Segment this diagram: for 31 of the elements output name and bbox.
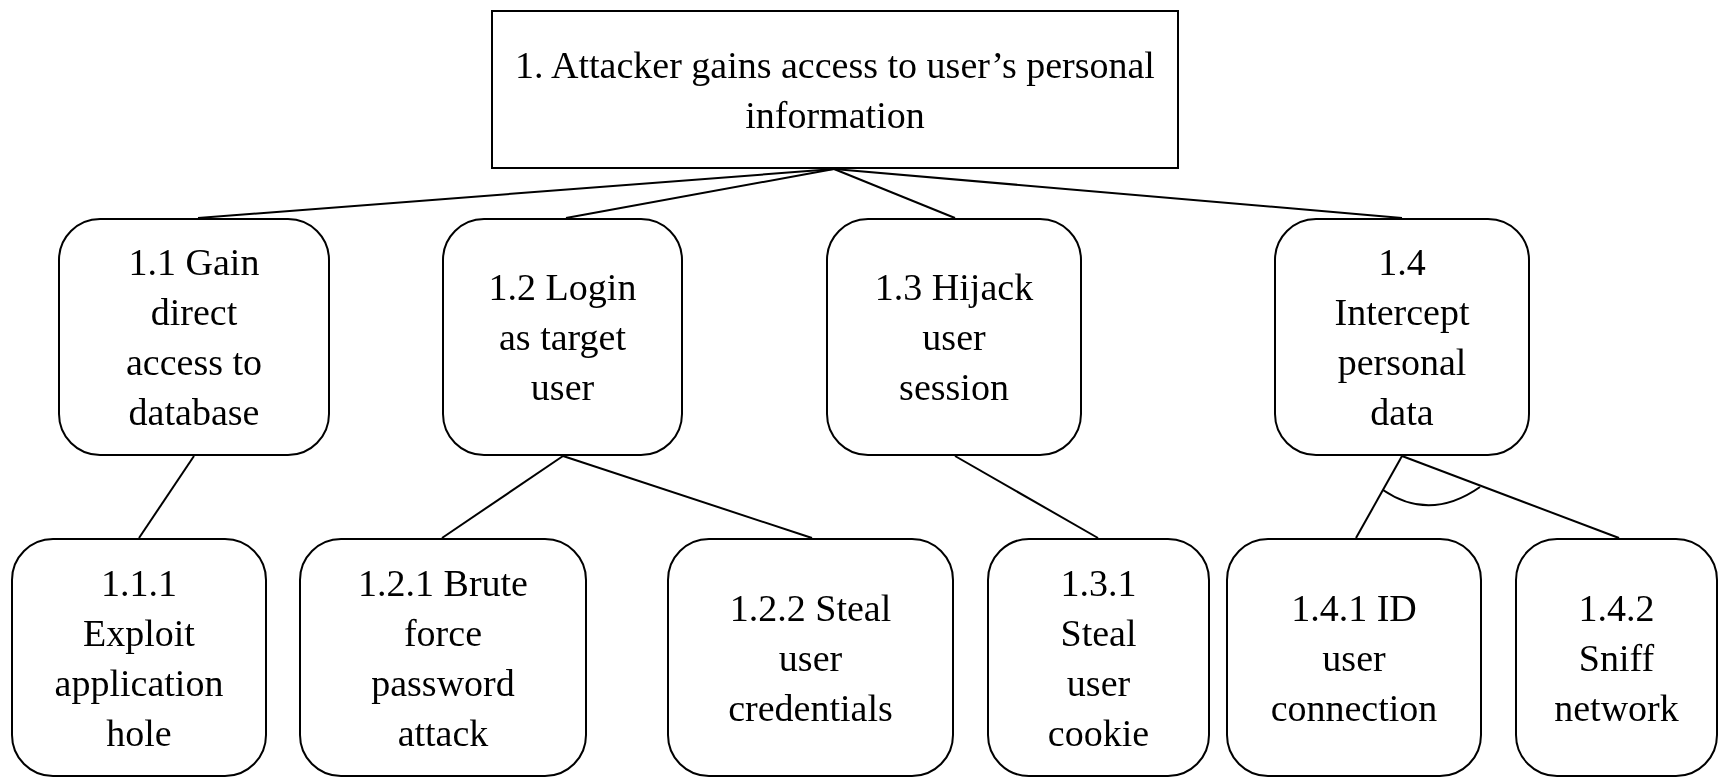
- connector-line: [565, 168, 835, 219]
- connector-line: [954, 455, 1099, 539]
- node-label: 1.3.1 Steal user cookie: [1046, 560, 1151, 756]
- rounded-box: [987, 538, 1210, 777]
- rounded-box: [1226, 538, 1482, 777]
- connector-line: [1355, 455, 1403, 539]
- goal-box: [491, 10, 1179, 169]
- node-label: 1.2 Login as target user: [487, 265, 638, 410]
- rounded-box: [1515, 538, 1718, 777]
- node-label: 1.4.1 ID user connection: [1269, 585, 1439, 731]
- node-label: 1. Attacker gains access to user’s personal information: [515, 42, 1155, 138]
- node-label: 1.2.2 Steal user credentials: [727, 585, 894, 731]
- rounded-box: [826, 218, 1082, 456]
- node-label: 1.1 Gain direct access to database: [124, 240, 264, 435]
- connector-line: [833, 168, 956, 219]
- rounded-box: [1274, 218, 1530, 456]
- rounded-box: [11, 538, 267, 777]
- node-label: 1.2.1 Brute force password attack: [357, 560, 529, 756]
- node-label: 1.4 Intercept personal data: [1333, 240, 1471, 435]
- connector-line: [562, 455, 813, 539]
- node-label: 1.4.2 Sniff network: [1553, 585, 1680, 731]
- connector-line: [833, 168, 1403, 219]
- node-label: 1.1.1 Exploit application hole: [53, 560, 225, 756]
- connector-line: [441, 455, 564, 539]
- rounded-box: [667, 538, 954, 777]
- rounded-box: [299, 538, 587, 777]
- connector-line: [138, 455, 195, 539]
- rounded-box: [442, 218, 683, 456]
- node-label: 1.3 Hijack user session: [873, 265, 1035, 410]
- rounded-box: [58, 218, 330, 456]
- connector-line: [1401, 455, 1620, 539]
